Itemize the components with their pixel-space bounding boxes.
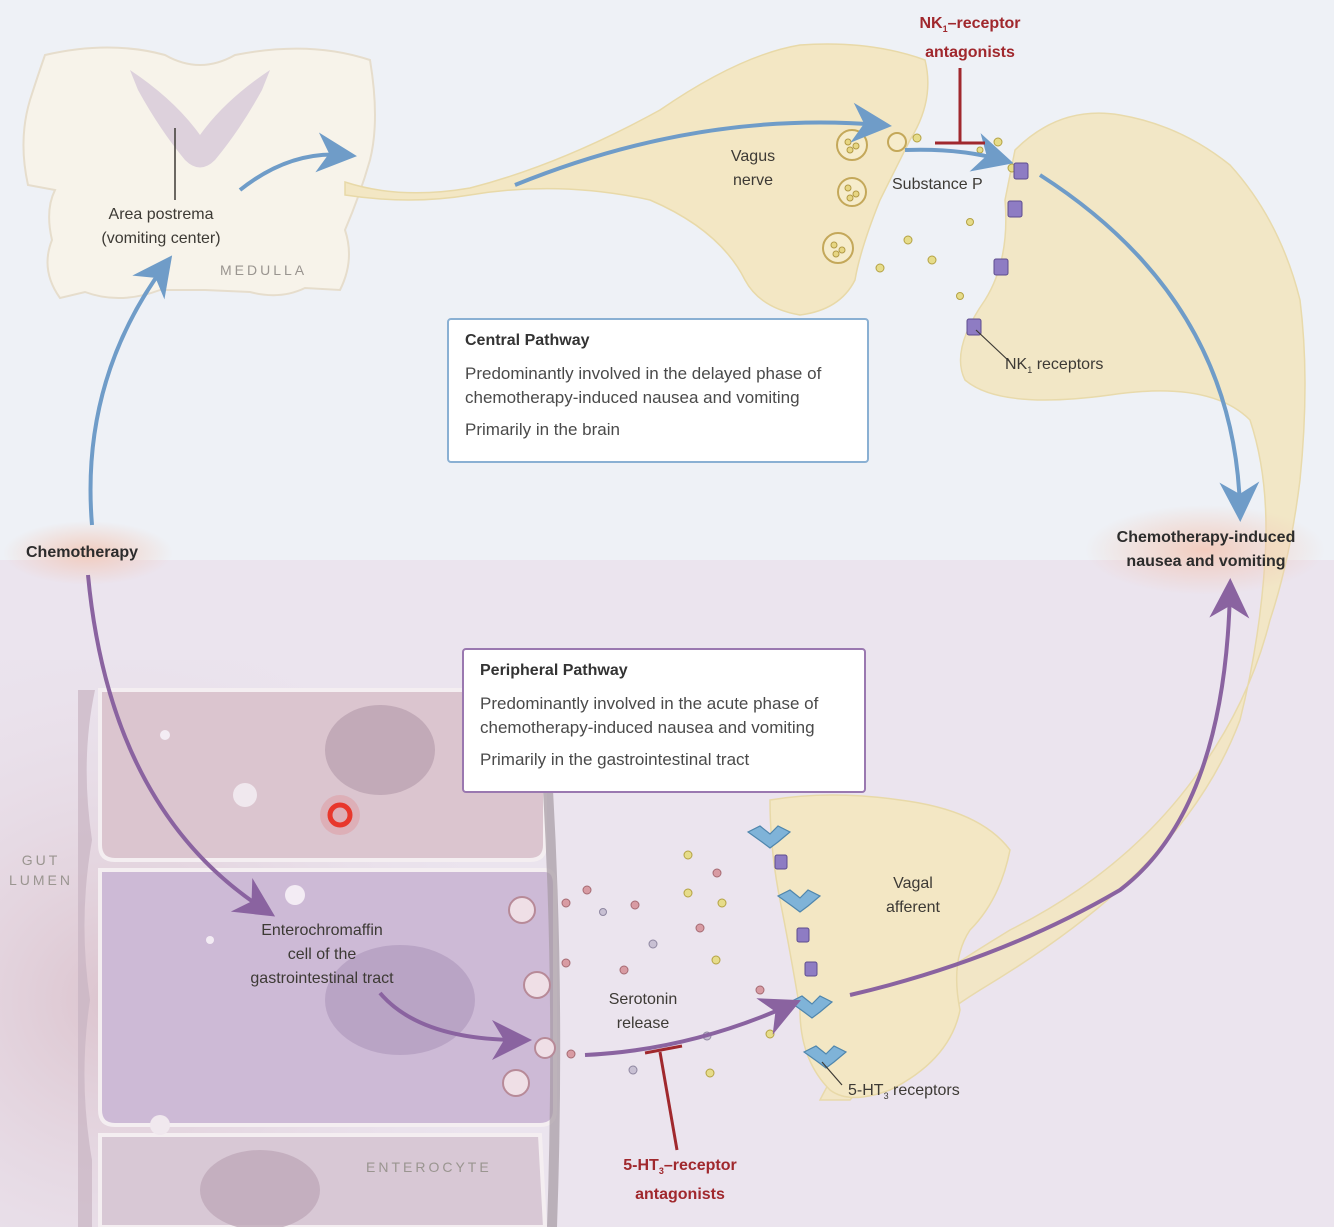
- enterocyte-cell: [98, 1133, 548, 1227]
- gut-lumen-label: GUT LUMEN: [8, 852, 73, 888]
- vagal-afferent-label: Vagal afferent: [886, 875, 940, 916]
- vesicle: [285, 885, 305, 905]
- arrow-ec-to-serotonin: [378, 991, 532, 1060]
- peripheral-pathway-box: Peripheral Pathway Predominantly involve…: [462, 648, 866, 793]
- arrow-substance-p-release: [904, 133, 1014, 172]
- vagus-nerve-tissue: [344, 43, 929, 316]
- enterocyte-label: ENTEROCYTE: [366, 1159, 492, 1175]
- arrow-medulla-to-vagus: [238, 132, 357, 192]
- nucleus: [200, 1150, 320, 1227]
- central-pathway-location: Primarily in the brain: [465, 420, 620, 439]
- chemotherapy-label: Chemotherapy: [26, 544, 139, 561]
- chemotherapy-target-marker: [327, 802, 353, 828]
- nk1-antagonists-label: NK1–receptor antagonists: [919, 15, 1021, 62]
- nk1-receptors-label: NK1 receptors: [1005, 356, 1104, 376]
- t-bar-icon: [935, 68, 985, 145]
- fourth-ventricle: [130, 70, 270, 168]
- vesicle: [160, 730, 170, 740]
- t-bar-icon: [644, 1044, 683, 1151]
- arrow-vagus-to-terminal: [514, 102, 892, 187]
- peripheral-pathway-title: Peripheral Pathway: [480, 662, 628, 679]
- peripheral-pathway-description: chemotherapy-induced nausea and vomiting: [480, 718, 815, 737]
- medulla-shape: [22, 46, 376, 300]
- area-postrema-label: Area postrema (vomiting center): [101, 206, 221, 247]
- arrow-chemo-to-ec-cell: [86, 574, 276, 917]
- villi-border: [78, 690, 95, 1227]
- ht3-nk-small-receptors: [774, 854, 818, 977]
- postsynaptic-neuron-tissue: [818, 112, 1306, 1101]
- vesicle: [206, 936, 214, 944]
- cinv-label: Chemotherapy-induced nausea and vomiting: [1116, 529, 1296, 570]
- vagal-afferent-tissue: [769, 794, 1011, 1099]
- substance-p-label: Substance P: [892, 176, 983, 193]
- peripheral-pathway-description: Predominantly involved in the acute phas…: [480, 694, 819, 713]
- arrow-serotonin-to-receptors: [584, 998, 801, 1057]
- synaptic-vesicles: [822, 129, 907, 264]
- nk1-receptor-icons: [966, 162, 1029, 336]
- central-pathway-description: chemotherapy-induced nausea and vomiting: [465, 388, 800, 407]
- medulla-label: MEDULLA: [220, 262, 308, 278]
- peripheral-pathway-location: Primarily in the gastrointestinal tract: [480, 750, 750, 769]
- central-pathway-box: Central Pathway Predominantly involved i…: [447, 318, 869, 463]
- serotonin-granules: [502, 896, 556, 1097]
- ht3-antagonists-label: 5-HT3–receptor antagonists: [623, 1157, 737, 1204]
- central-pathway-title: Central Pathway: [465, 332, 590, 349]
- chemotherapy-glow: [3, 521, 173, 585]
- vesicle: [150, 1115, 170, 1135]
- arrow-nk1-to-cinv: [1038, 173, 1260, 522]
- nk1-receptors-pointer: [975, 329, 1011, 363]
- ht3-receptors-pointer: [821, 1061, 843, 1086]
- arrow-afferent-to-cinv: [849, 578, 1250, 997]
- basement-membrane: [543, 789, 561, 1227]
- upper-epithelial-cell: [98, 688, 547, 862]
- nucleus: [325, 705, 435, 795]
- central-pathway-description: Predominantly involved in the delayed ph…: [465, 364, 822, 383]
- enterochromaffin-label: Enterochromaffin cell of the gastrointes…: [250, 922, 394, 987]
- ht3-receptors-label: 5-HT3 receptors: [848, 1082, 960, 1102]
- vesicle: [233, 783, 257, 807]
- arrow-chemo-to-medulla: [88, 255, 173, 526]
- serotonin-release-label: Serotonin release: [608, 991, 678, 1032]
- cinv-glow: [1085, 505, 1325, 595]
- vagus-nerve-label: Vagus nerve: [730, 148, 776, 189]
